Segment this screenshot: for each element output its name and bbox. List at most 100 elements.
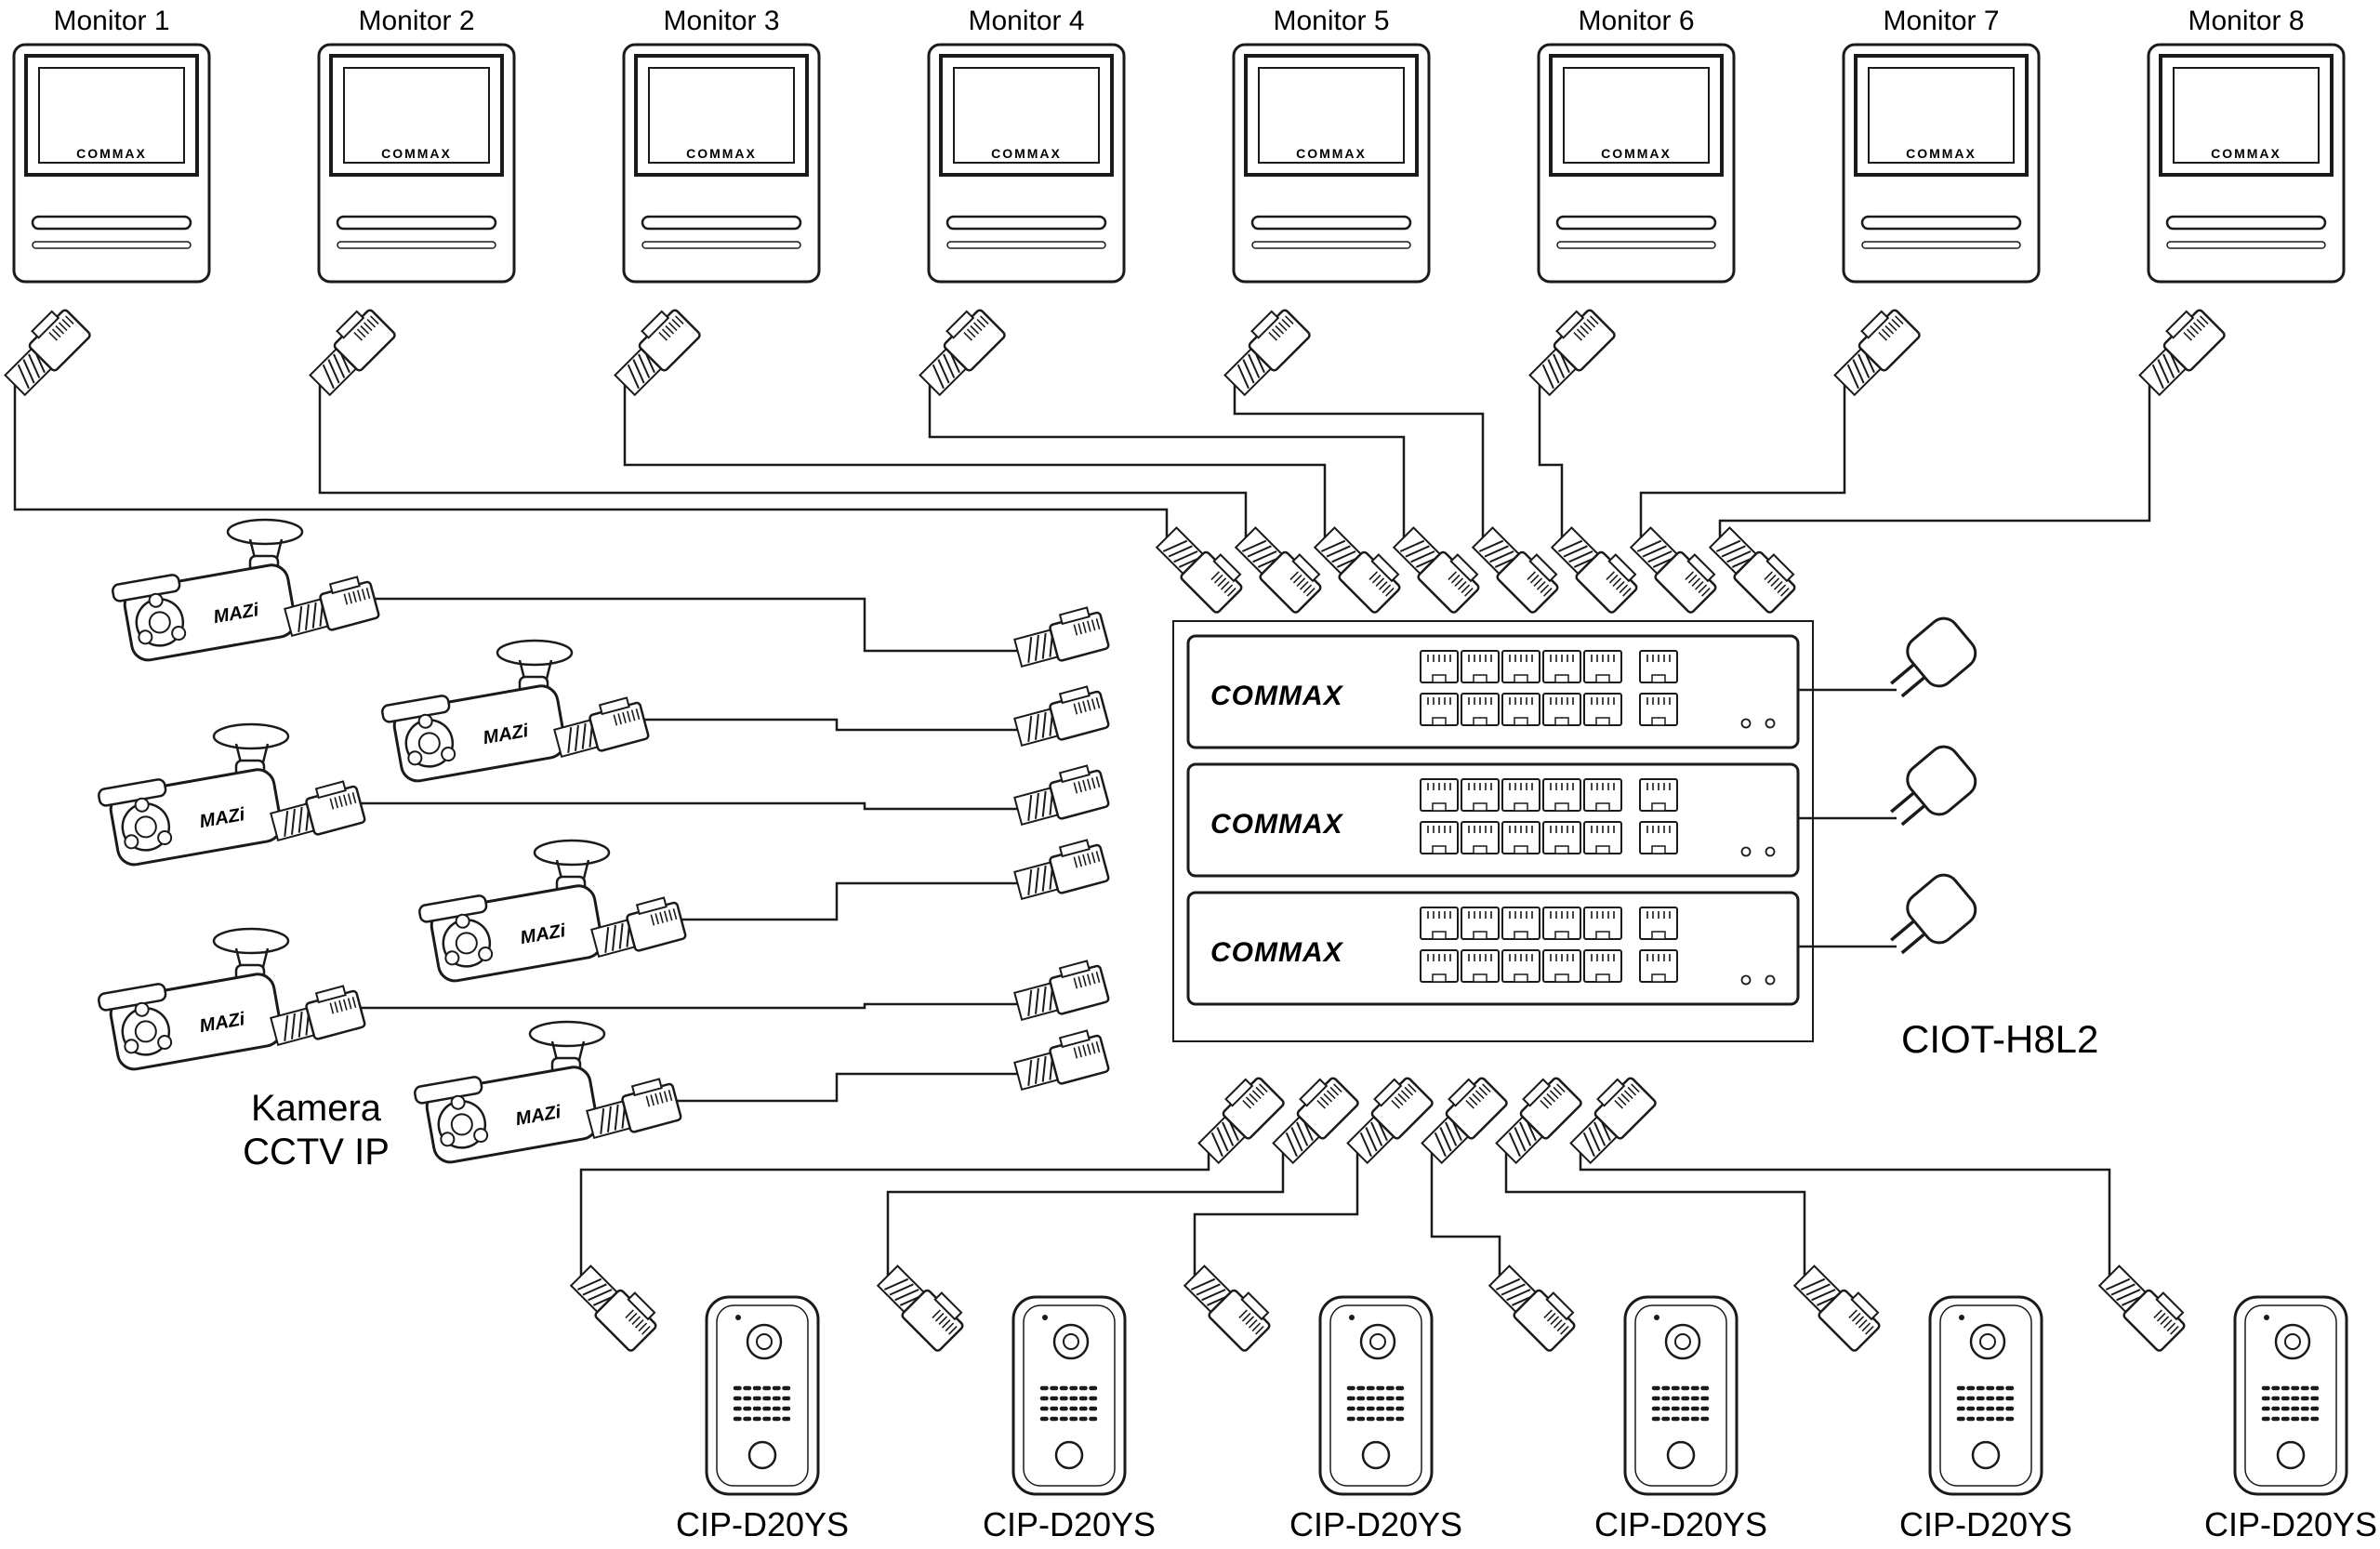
monitor-label: Monitor 8 xyxy=(2188,6,2304,36)
switch-stack-enclosure xyxy=(1172,620,1814,1042)
rj45-connector xyxy=(266,777,367,846)
cable-door-1 xyxy=(579,1153,1210,1276)
door-station-graphic xyxy=(1625,1297,1737,1494)
rj45-connector xyxy=(280,573,381,642)
cable-door-4 xyxy=(1430,1153,1501,1276)
rj45-connector xyxy=(1520,302,1618,400)
camera-group-label-line1: Kamera xyxy=(251,1088,382,1129)
camera-graphic xyxy=(110,518,304,666)
monitor-graphic xyxy=(2147,43,2346,284)
cable-camera-1 xyxy=(375,597,1018,653)
cable-monitor-1 xyxy=(13,385,1169,539)
rj45-connector xyxy=(1487,1070,1584,1168)
cable-monitor-8 xyxy=(1718,385,2151,539)
rj45-connector xyxy=(1010,603,1111,672)
door-station-label: CIP-D20YS xyxy=(983,1505,1156,1543)
cable-door-2 xyxy=(886,1153,1285,1276)
door-station-label: CIP-D20YS xyxy=(1594,1505,1767,1543)
rj45-connector xyxy=(1010,836,1111,905)
cable-monitor-5 xyxy=(1233,385,1485,539)
rj45-connector xyxy=(587,894,688,962)
rj45-connector xyxy=(1825,302,1923,400)
cable-monitor-2 xyxy=(318,385,1248,539)
rj45-connector xyxy=(605,302,703,400)
cable-door-5 xyxy=(1504,1153,1806,1276)
monitor-unit-5: Monitor 5 COMMAX xyxy=(1215,6,1566,616)
monitor-brand-text: COMMAX xyxy=(76,146,147,161)
cable-monitor-6 xyxy=(1538,385,1564,539)
power-plug-icon xyxy=(1876,738,1984,841)
monitor-label: Monitor 2 xyxy=(358,6,474,36)
rj45-connector xyxy=(1263,1070,1361,1168)
monitor-graphic xyxy=(1537,43,1736,284)
cable-door-3 xyxy=(1193,1153,1359,1276)
monitor-unit-7: Monitor 7 COMMAX xyxy=(1626,6,2041,616)
door-station-label: CIP-D20YS xyxy=(1289,1505,1462,1543)
rj45-connector xyxy=(1010,761,1111,830)
switch-brand-text: COMMAX xyxy=(1210,937,1344,968)
door-station-unit-1: CIP-D20YS xyxy=(566,1070,1287,1543)
door-station-graphic xyxy=(1320,1297,1432,1494)
monitor-brand-text: COMMAX xyxy=(991,146,1062,161)
camera-graphic xyxy=(96,927,290,1075)
camera-unit-5: MAZi xyxy=(96,927,1111,1075)
monitor-graphic xyxy=(317,43,516,284)
monitors-row: Monitor 1 COMMAX Monitor 2 COMMAX Monito… xyxy=(0,6,2346,616)
door-station-unit-4: CIP-D20YS xyxy=(1412,1070,1767,1543)
monitor-label: Monitor 1 xyxy=(53,6,169,36)
monitor-brand-text: COMMAX xyxy=(381,146,452,161)
rj45-connector xyxy=(2130,302,2228,400)
monitor-brand-text: COMMAX xyxy=(2211,146,2281,161)
rj45-connector xyxy=(266,982,367,1051)
camera-graphic xyxy=(96,722,290,870)
cable-monitor-3 xyxy=(623,385,1327,539)
door-station-label: CIP-D20YS xyxy=(2204,1505,2377,1543)
monitor-unit-2: Monitor 2 COMMAX xyxy=(300,6,1329,616)
door-station-unit-2: CIP-D20YS xyxy=(873,1070,1361,1543)
cable-camera-4 xyxy=(681,881,1018,921)
monitor-label: Monitor 7 xyxy=(1883,6,1999,36)
rj45-connector xyxy=(910,302,1008,400)
monitor-brand-text: COMMAX xyxy=(686,146,757,161)
rj45-connector xyxy=(1412,1070,1510,1168)
monitor-brand-text: COMMAX xyxy=(1296,146,1367,161)
camera-graphic xyxy=(379,639,574,787)
camera-unit-3: MAZi xyxy=(96,722,1111,870)
door-station-label: CIP-D20YS xyxy=(1899,1505,2072,1543)
cable-camera-3 xyxy=(361,801,1018,811)
camera-unit-6: MAZi xyxy=(412,1020,1111,1168)
door-station-graphic xyxy=(2235,1297,2347,1494)
monitor-unit-1: Monitor 1 COMMAX xyxy=(0,6,1250,616)
rj45-connector xyxy=(549,694,651,762)
camera-graphic xyxy=(416,839,611,986)
monitor-label: Monitor 4 xyxy=(968,6,1084,36)
monitor-unit-3: Monitor 3 COMMAX xyxy=(605,6,1408,616)
door-station-unit-5: CIP-D20YS xyxy=(1487,1070,2072,1543)
monitor-graphic xyxy=(12,43,211,284)
switch-model-label: CIOT-H8L2 xyxy=(1901,1017,2098,1061)
rj45-connector xyxy=(1338,1070,1435,1168)
rj45-connector xyxy=(1215,302,1313,400)
camera-group-label-line2: CCTV IP xyxy=(243,1132,390,1172)
cable-monitor-7 xyxy=(1639,385,1846,539)
camera-unit-2: MAZi xyxy=(379,639,1111,787)
door-station-unit-6: CIP-D20YS xyxy=(1561,1070,2377,1543)
rj45-connector xyxy=(582,1075,683,1144)
cable-camera-6 xyxy=(677,1072,1018,1103)
monitor-brand-text: COMMAX xyxy=(1601,146,1672,161)
cable-door-6 xyxy=(1579,1153,2111,1276)
monitor-graphic xyxy=(1842,43,2041,284)
rj45-connector xyxy=(1010,682,1111,751)
camera-unit-4: MAZi xyxy=(416,836,1111,986)
power-plug-icon xyxy=(1876,867,1984,970)
monitor-graphic xyxy=(927,43,1126,284)
rj45-connector xyxy=(1010,1026,1111,1095)
monitor-unit-8: Monitor 8 COMMAX xyxy=(1705,6,2346,616)
switch-brand-text: COMMAX xyxy=(1210,809,1344,840)
door-stations-row: CIP-D20YS CIP-D20YS CIP-D20YS CIP-D20YS xyxy=(566,1070,2377,1543)
rj45-connector xyxy=(1010,957,1111,1026)
cable-monitor-4 xyxy=(928,385,1406,539)
rj45-connector xyxy=(0,302,93,400)
